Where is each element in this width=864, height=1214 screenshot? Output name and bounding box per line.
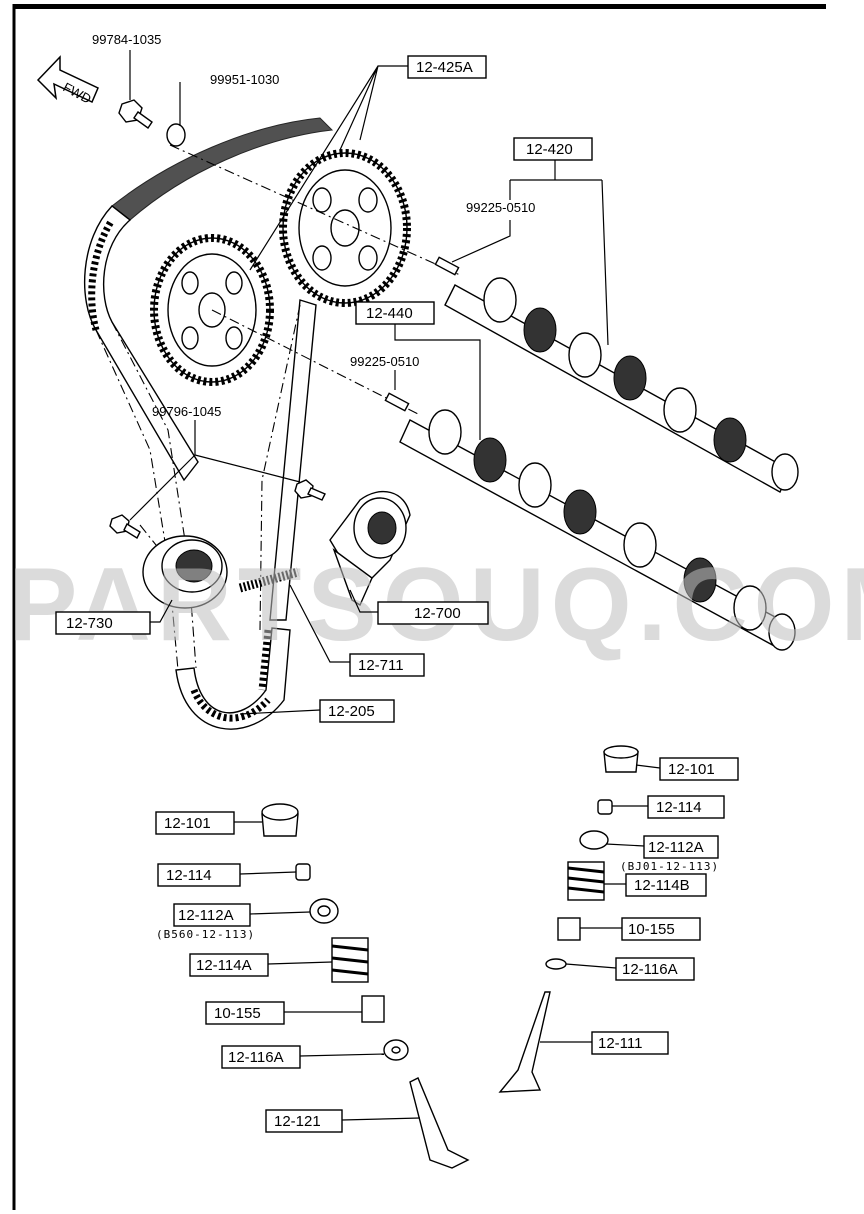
- label-left-seal: 10-155: [214, 1005, 261, 1022]
- label-left-seat-upper: 12-112A: [178, 907, 234, 924]
- box-left-tappet: [155, 811, 235, 835]
- box-right-lock: [647, 795, 725, 819]
- bolt-tensioner-right: [294, 479, 326, 501]
- valve-spring-left: [331, 937, 369, 983]
- box-left-seat-lower: [221, 1045, 301, 1069]
- label-right-seat-upper: 12-112A: [648, 839, 704, 856]
- label-washer-top: 99951-1030: [210, 72, 279, 87]
- label-right-seal: 10-155: [628, 921, 675, 938]
- box-left-spring: [189, 953, 269, 977]
- valve-left: [409, 1077, 470, 1169]
- label-right-valve: 12-111: [598, 1035, 642, 1052]
- fwd-arrow-icon: FWD: [36, 55, 99, 107]
- spring-seat-lower-right: [545, 958, 567, 970]
- label-left-tappet: 12-101: [164, 815, 211, 832]
- box-right-valve: [591, 1031, 669, 1055]
- camshaft-pulley-rear: [279, 149, 411, 307]
- label-camshaft-intake: 12-440: [366, 305, 413, 322]
- note-right-seat-upper: (BJ01-12-113): [620, 860, 719, 873]
- label-pin-upper: 99225-0510: [466, 200, 535, 215]
- label-pin-lower: 99225-0510: [350, 354, 419, 369]
- valve-seal-left: [361, 995, 385, 1023]
- camshaft-exhaust: [434, 256, 799, 493]
- label-belt: 12-205: [328, 703, 375, 720]
- pin-lower: [384, 392, 410, 412]
- box-left-valve: [265, 1109, 343, 1133]
- washer-top: [166, 123, 186, 147]
- bolt-tensioner-left: [109, 514, 141, 539]
- label-pulleys: 12-425A: [416, 59, 473, 76]
- box-right-spring: [625, 873, 707, 897]
- box-left-seat-upper: [173, 903, 251, 927]
- box-tensioner: [377, 601, 489, 625]
- box-left-seal: [205, 1001, 285, 1025]
- spring-seat-upper-left: [309, 898, 339, 924]
- pin-upper: [434, 256, 460, 276]
- box-left-lock: [157, 863, 241, 887]
- box-right-seat-upper: [643, 835, 719, 859]
- tappet-right: [603, 745, 639, 773]
- label-right-spring: 12-114B: [634, 877, 690, 894]
- spring-seat-lower-left: [383, 1039, 409, 1061]
- label-right-lock: 12-114: [656, 799, 702, 816]
- box-camshaft-exhaust: [513, 137, 593, 161]
- axis-front: [211, 309, 421, 416]
- label-camshaft-exhaust: 12-420: [526, 141, 573, 158]
- label-right-seat-lower: 12-116A: [622, 961, 678, 978]
- box-right-seal: [621, 917, 701, 941]
- label-tensioner: 12-700: [414, 605, 461, 622]
- valve-lock-right: [597, 799, 613, 815]
- valve-lock-left: [295, 863, 311, 881]
- belt-path-hidden-left-inner: [111, 321, 197, 669]
- box-idler: [55, 611, 151, 635]
- label-idler: 12-730: [66, 615, 113, 632]
- box-right-tappet: [659, 757, 739, 781]
- note-left-seat-upper: (B560-12-113): [156, 928, 255, 941]
- camshaft-intake: [384, 392, 796, 651]
- top-border: [14, 4, 826, 9]
- valve-right: [498, 991, 551, 1093]
- tensioner-pulley: [329, 490, 411, 607]
- box-right-seat-lower: [615, 957, 695, 981]
- idler-pulley: [142, 535, 228, 609]
- axis-rear: [169, 144, 461, 276]
- label-spring: 12-711: [358, 657, 404, 674]
- belt-path-hidden-left: [95, 329, 179, 671]
- valve-spring-right: [567, 861, 605, 901]
- spring-seat-upper-right: [579, 830, 609, 850]
- timing-belt: [83, 117, 334, 730]
- tappet-left: [261, 803, 299, 837]
- valve-seal-right: [557, 917, 581, 941]
- label-left-seat-lower: 12-116A: [228, 1049, 284, 1066]
- box-belt: [319, 699, 395, 723]
- label-left-valve: 12-121: [274, 1113, 321, 1130]
- label-left-lock: 12-114: [166, 867, 212, 884]
- label-bolts-tensioner: 99796-1045: [152, 404, 221, 419]
- label-left-spring: 12-114A: [196, 957, 252, 974]
- box-spring: [349, 653, 425, 677]
- label-right-tappet: 12-101: [668, 761, 715, 778]
- bolt-top: [118, 99, 153, 129]
- box-camshaft-intake: [355, 301, 435, 325]
- label-bolt-top: 99784-1035: [92, 32, 161, 47]
- box-pulleys: [407, 55, 487, 79]
- leader-lines: [129, 50, 661, 1121]
